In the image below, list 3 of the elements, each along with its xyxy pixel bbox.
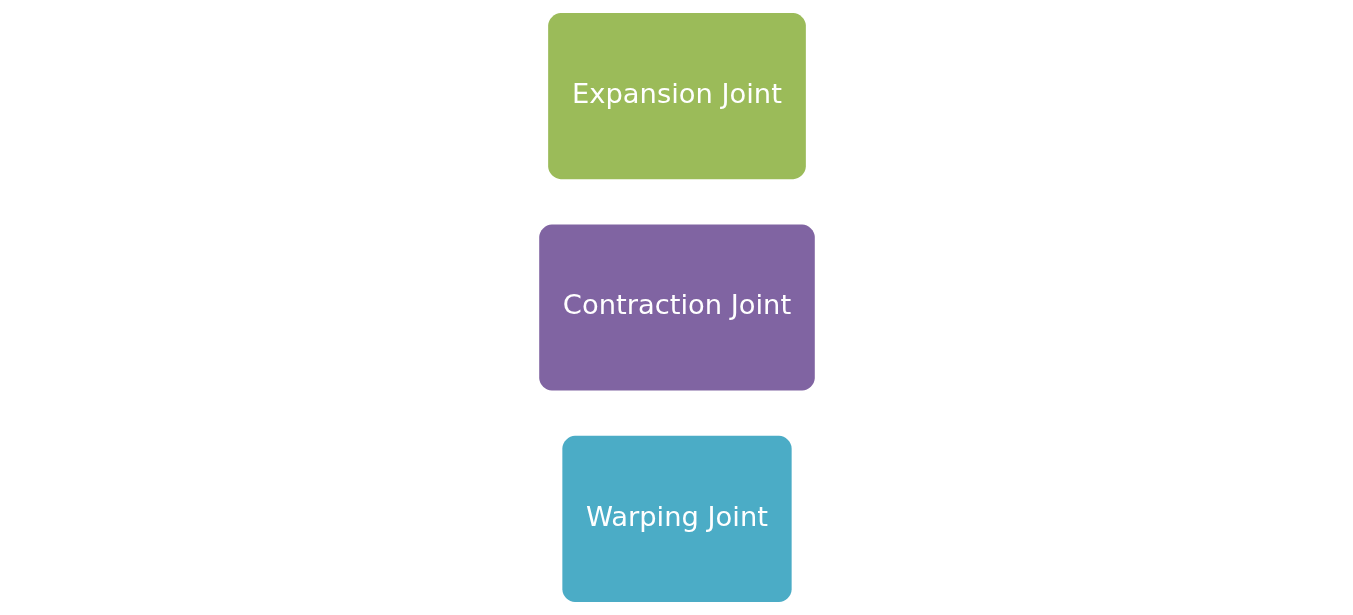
node-box: Expansion Joint (547, 13, 806, 180)
node-box: Warping Joint (561, 435, 792, 602)
node-box: Contraction Joint (538, 224, 815, 391)
